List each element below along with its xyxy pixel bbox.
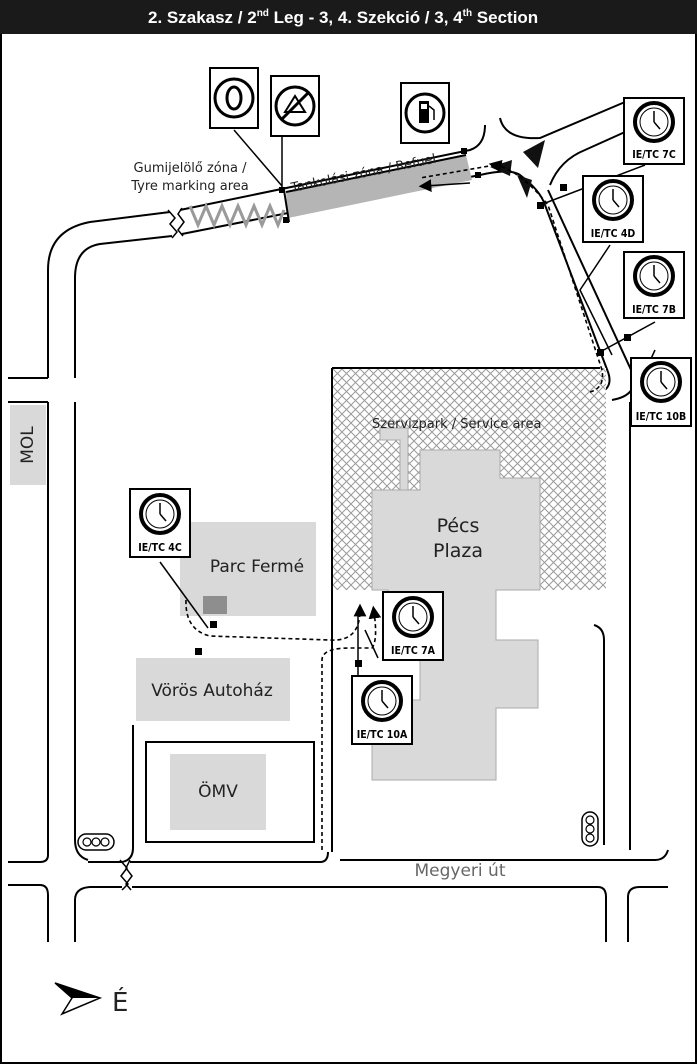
tc-7a-box: IE/TC 7A: [382, 591, 444, 661]
road-network: [8, 101, 669, 942]
route-lines: [185, 159, 604, 850]
svg-text:IE/TC 10A: IE/TC 10A: [357, 729, 408, 741]
plaza-label-line2: Plaza: [433, 540, 483, 562]
tyre-marking-label-line2: Tyre marking area: [130, 179, 249, 194]
tc-7b-box: IE/TC 7B: [623, 251, 685, 319]
parc-ferme-area: [180, 522, 316, 616]
tc-4c-box: IE/TC 4C: [129, 488, 191, 558]
tc-10b-box: IE/TC 10B: [630, 357, 692, 427]
traffic-light-icon: [581, 811, 599, 847]
service-area-label: Szervizpark / Service area: [372, 417, 541, 432]
fuel-pump-icon: [400, 82, 450, 144]
parc-ferme-label: Parc Fermé: [210, 557, 304, 577]
road-break-marks: [119, 207, 185, 891]
tc-10a-box: IE/TC 10A: [351, 675, 413, 745]
tyre-marking-zigzag: [188, 202, 286, 229]
street-label: Megyeri út: [415, 861, 506, 881]
tc-markers: [195, 184, 631, 667]
voros-autohaz-building: [136, 658, 290, 721]
header-title: 2. Szakasz / 2nd Leg - 3, 4. Szekció / 3…: [148, 8, 538, 27]
mol-building: [10, 405, 46, 485]
tc-4d-box: IE/TC 4D: [582, 175, 644, 243]
service-area: [332, 368, 606, 590]
header-bar: [0, 0, 697, 34]
svg-text:IE/TC 7B: IE/TC 7B: [632, 304, 676, 316]
svg-text:IE/TC 7A: IE/TC 7A: [391, 645, 436, 657]
voros-autohaz-label: Vörös Autoház: [151, 681, 273, 701]
mol-label: MOL: [18, 426, 38, 464]
north-label: É: [112, 986, 128, 1018]
north-arrow-icon: [54, 982, 103, 1016]
no-tyre-change-icon: [270, 75, 320, 137]
traffic-light-icon: [77, 833, 115, 851]
svg-text:IE/TC 4C: IE/TC 4C: [138, 542, 182, 554]
plaza-label-line1: Pécs: [437, 515, 480, 537]
tyre-icon: [209, 67, 259, 129]
refuel-zone: [286, 155, 472, 218]
tc-7c-box: IE/TC 7C: [623, 97, 685, 165]
svg-text:IE/TC 7C: IE/TC 7C: [632, 149, 676, 161]
svg-text:IE/TC 4D: IE/TC 4D: [591, 228, 636, 240]
svg-text:IE/TC 10B: IE/TC 10B: [636, 411, 686, 423]
tyre-marking-label-line1: Gumijelölő zóna /: [134, 161, 248, 176]
omv-building: [170, 754, 266, 830]
omv-label: ÖMV: [198, 780, 238, 802]
